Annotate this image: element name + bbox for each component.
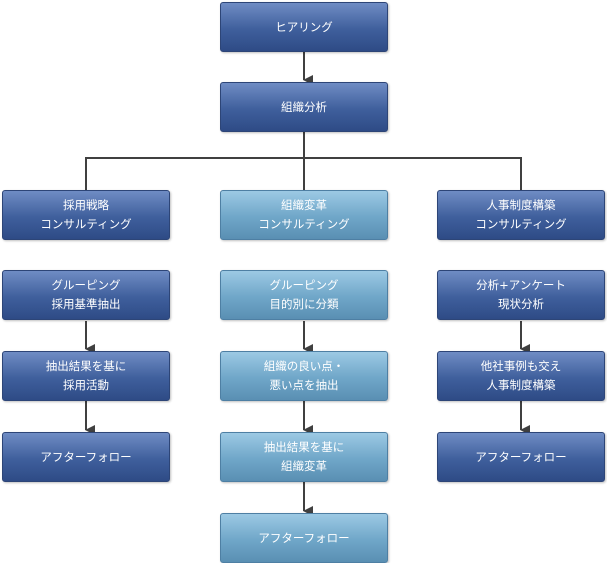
center-step-4: 抽出結果を基に組織変革: [220, 432, 388, 482]
box-label: 現状分析: [498, 297, 544, 311]
right-step-4: アフターフォロー: [437, 432, 605, 482]
left-step-2: グルーピング採用基準抽出: [2, 270, 170, 320]
box-label: ヒアリング: [275, 19, 333, 34]
right-step-2: 分析+アンケート現状分析: [437, 270, 605, 320]
box-label: 採用戦略: [63, 198, 109, 212]
box-label: コンサルティング: [40, 217, 132, 231]
box-label: コンサルティング: [475, 217, 567, 231]
box-label: 人事制度構築: [486, 378, 556, 392]
box-label: 組織分析: [281, 99, 327, 114]
center-step-1: 組織変革コンサルティング: [220, 190, 388, 240]
box-label: 悪い点を抽出: [269, 378, 339, 392]
center-step-3: 組織の良い点・悪い点を抽出: [220, 351, 388, 401]
box-label: 抽出結果を基に: [263, 440, 345, 454]
box-label: アフターフォロー: [258, 530, 350, 545]
box-label: 採用基準抽出: [51, 297, 121, 311]
step-org-analysis: 組織分析: [220, 82, 388, 132]
box-label: コンサルティング: [258, 217, 350, 231]
box-label: 抽出結果を基に: [45, 359, 127, 373]
box-label: アフターフォロー: [40, 449, 132, 464]
right-step-1: 人事制度構築コンサルティング: [437, 190, 605, 240]
box-label: 他社事例も交え: [480, 359, 562, 373]
box-label: 組織変革: [281, 459, 327, 473]
center-step-2: グルーピング目的別に分類: [220, 270, 388, 320]
center-step-5: アフターフォロー: [220, 513, 388, 563]
box-label: 目的別に分類: [269, 297, 339, 311]
box-label: 組織変革: [281, 198, 327, 212]
right-step-3: 他社事例も交え人事制度構築: [437, 351, 605, 401]
box-label: 組織の良い点・: [263, 359, 345, 373]
step-hearing: ヒアリング: [220, 2, 388, 52]
box-label: アフターフォロー: [475, 449, 567, 464]
box-label: 人事制度構築: [486, 198, 556, 212]
box-label: グルーピング: [51, 278, 121, 292]
box-label: 分析+アンケート: [476, 278, 566, 292]
box-label: 採用活動: [63, 378, 109, 392]
left-step-1: 採用戦略コンサルティング: [2, 190, 170, 240]
box-label: グルーピング: [269, 278, 339, 292]
left-step-4: アフターフォロー: [2, 432, 170, 482]
left-step-3: 抽出結果を基に採用活動: [2, 351, 170, 401]
